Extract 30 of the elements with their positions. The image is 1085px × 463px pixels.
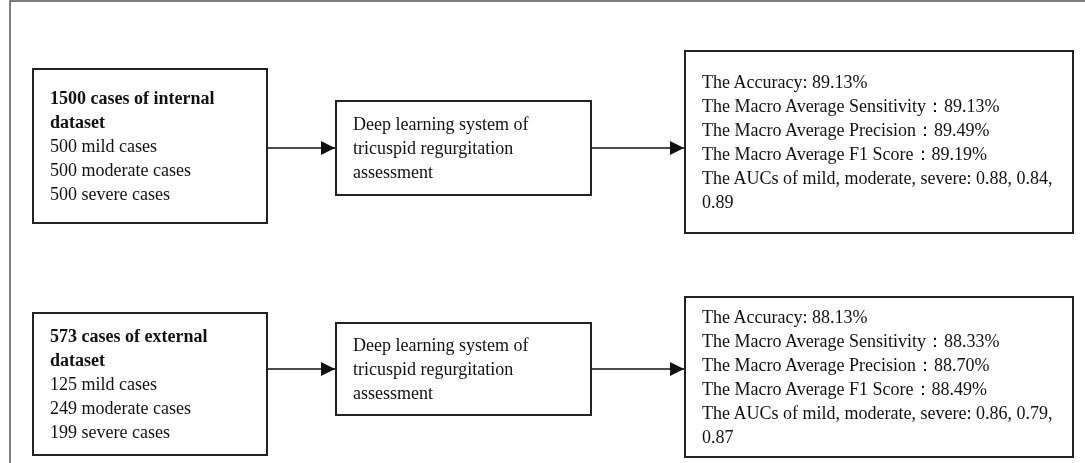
box-text: The AUCs of mild, moderate, severe: 0.86, 0.79, 0.87 [702, 402, 1054, 449]
box-text: 125 mild cases [50, 373, 158, 396]
box-text: The Accuracy: 89.13% [702, 71, 869, 94]
box-text: 199 severe cases [50, 421, 171, 444]
box-text: Deep learning system of tricuspid regurgitation assessment [353, 113, 530, 184]
dataset-box [32, 68, 268, 224]
box-text: The Macro Average F1 Score：89.19% [702, 143, 989, 166]
arrow [267, 362, 336, 376]
box-heading: 1500 cases of internal dataset [50, 87, 216, 134]
box-heading: 573 cases of external dataset [50, 325, 209, 372]
box-text: The Macro Average Sensitivity：89.13% [702, 95, 1001, 118]
box-text: The AUCs of mild, moderate, severe: 0.88, 0.84, 0.89 [702, 167, 1054, 214]
box-text: The Macro Average Precision：88.70% [702, 354, 991, 377]
box-text: The Macro Average F1 Score：88.49% [702, 378, 989, 401]
process-box [335, 100, 592, 196]
box-text: The Macro Average Precision：89.49% [702, 119, 991, 142]
box-text: 249 moderate cases [50, 397, 192, 420]
dataset-box [32, 312, 268, 456]
box-text: 500 severe cases [50, 183, 171, 206]
arrow [591, 141, 685, 155]
box-text: Deep learning system of tricuspid regurgitation assessment [353, 334, 530, 405]
arrow [267, 141, 336, 155]
results-box [684, 50, 1074, 234]
box-text: 500 moderate cases [50, 159, 192, 182]
results-box [684, 296, 1074, 458]
box-text: The Accuracy: 88.13% [702, 306, 869, 329]
box-text: 500 mild cases [50, 135, 158, 158]
box-text: The Macro Average Sensitivity：88.33% [702, 330, 1001, 353]
arrow [591, 362, 685, 376]
process-box [335, 322, 592, 416]
